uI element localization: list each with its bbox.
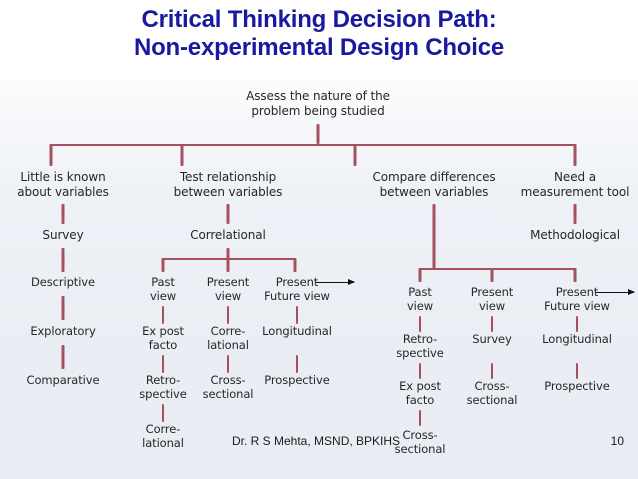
node-b2c1-step3: Corre- lational <box>142 422 184 450</box>
node-b2c2-step1: Corre- lational <box>207 324 249 352</box>
title-line-2: Non-experimental Design Choice <box>133 34 505 61</box>
connector-b3-col1-drop <box>418 268 422 282</box>
connector-b2-to-correlational <box>226 204 230 224</box>
node-descriptive: Descriptive <box>31 275 95 289</box>
connector-b3-col3-drop <box>573 268 577 282</box>
connector-b3c1-1 <box>419 316 421 332</box>
node-b3c1-step2: Ex post facto <box>399 379 441 407</box>
node-b3c2-step2: Cross- sectional <box>466 379 518 407</box>
node-b2c1-step1: Ex post facto <box>142 324 184 352</box>
node-b3c1-step1: Retro- spective <box>396 332 444 360</box>
connector-b2c3-1 <box>296 306 298 324</box>
node-exploratory: Exploratory <box>30 324 96 338</box>
page-title: Critical Thinking Decision Path: Non-exp… <box>0 6 638 62</box>
connector-b2-subbus-drop <box>226 248 230 260</box>
node-b3c3-step1: Longitudinal <box>542 332 612 346</box>
connector-branch2-drop <box>180 144 184 166</box>
node-root: Assess the nature of the problem being s… <box>246 89 390 118</box>
arrow-present-to-future-b2 <box>316 279 355 285</box>
node-b3c1-view: Past view <box>406 285 434 313</box>
node-b2c3-view: Present Future view <box>264 275 330 303</box>
branch-heading-compare-differences: Compare differences between variables <box>372 170 496 199</box>
node-b2c2-step2: Cross- sectional <box>202 373 254 401</box>
node-b2c1-view: Past view <box>149 275 177 303</box>
connector-b2-col2-drop <box>226 258 230 272</box>
node-b3c3-step2: Prospective <box>544 379 610 393</box>
connector-b1-s1 <box>61 248 65 272</box>
connector-branch3-drop <box>353 144 357 166</box>
node-b3c3-view: Present Future view <box>544 285 610 313</box>
footer-author: Dr. R S Mehta, MSND, BPKIHS <box>232 434 401 448</box>
connector-b3c3-2 <box>576 363 578 379</box>
arrow-present-to-future-b3 <box>596 289 635 295</box>
connector-b1-to-survey <box>61 204 65 224</box>
connector-b3c1-2 <box>419 363 421 379</box>
connector-b2-col1-drop <box>161 258 165 272</box>
node-survey-b1: Survey <box>42 228 84 242</box>
node-methodological: Methodological <box>530 228 620 242</box>
node-b3c2-step1: Survey <box>472 332 512 346</box>
connector-b1-s3 <box>61 345 65 369</box>
connector-b3-subbus <box>419 268 576 270</box>
connector-b3c3-1 <box>576 316 578 332</box>
title-line-1: Critical Thinking Decision Path: <box>141 6 497 33</box>
connector-level1-bus <box>50 144 576 146</box>
connector-b2c2-2 <box>227 355 229 373</box>
connector-b2c1-2 <box>162 355 164 373</box>
connector-b2-col3-drop <box>293 258 297 272</box>
branch-heading-need-measurement-tool: Need a measurement tool <box>520 170 630 199</box>
connector-b2c3-2 <box>296 355 298 373</box>
node-b2c3-step1: Longitudinal <box>262 324 332 338</box>
connector-branch4-drop <box>573 144 577 166</box>
branch-heading-test-relationship: Test relationship between variables <box>173 170 283 199</box>
node-b2c1-step2: Retro- spective <box>139 373 187 401</box>
node-b3c2-view: Present view <box>470 285 514 313</box>
connector-branch1-drop <box>49 144 53 166</box>
node-b2c3-step2: Prospective <box>264 373 330 387</box>
connector-b3c2-2 <box>491 363 493 379</box>
connector-root-down <box>316 124 320 144</box>
connector-b3c1-3 <box>419 410 421 426</box>
decision-tree-diagram: Assess the nature of the problem being s… <box>0 80 638 479</box>
node-correlational-b2: Correlational <box>190 228 266 242</box>
connector-b2c2-1 <box>227 306 229 324</box>
connector-b4-to-methodological <box>573 204 577 224</box>
connector-b1-s2 <box>61 296 65 320</box>
branch-heading-little-is-known: Little is known about variables <box>17 170 109 199</box>
footer-page-number: 10 <box>610 434 624 448</box>
node-b2c2-view: Present view <box>206 275 250 303</box>
connector-b3c2-1 <box>491 316 493 332</box>
connector-b2c1-3 <box>162 404 164 422</box>
node-b3c1-step3: Cross- sectional <box>394 428 446 456</box>
node-comparative: Comparative <box>26 373 100 387</box>
connector-b3-col2-drop <box>490 268 494 282</box>
connector-b3-down <box>432 204 436 270</box>
connector-b2c1-1 <box>162 306 164 324</box>
